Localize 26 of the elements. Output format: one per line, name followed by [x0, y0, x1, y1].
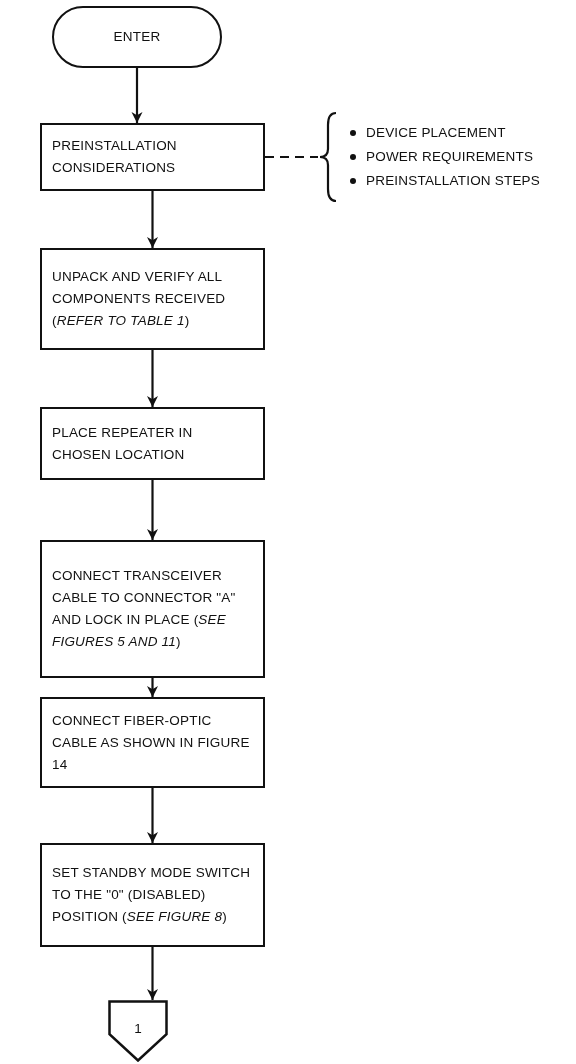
arrow — [131, 68, 143, 123]
step-text: PREINSTALLATION CONSIDERATIONS — [52, 137, 178, 177]
arrow — [147, 191, 158, 248]
process-box — [40, 540, 265, 678]
dashed-connector — [265, 155, 318, 159]
list-item-text: DEVICE PLACEMENT — [366, 124, 506, 142]
offpage-connector — [108, 1000, 168, 1062]
process-box — [40, 843, 265, 947]
arrow — [147, 947, 158, 1000]
process-box — [40, 697, 265, 788]
step-text: CONNECT FIBER-OPTIC CABLE AS SHOWN IN FIGURE 14 — [52, 711, 251, 774]
list-item-text: POWER REQUIREMENTS — [366, 148, 534, 166]
step-text: 1 — [134, 1021, 142, 1036]
step-text: ENTER — [113, 28, 161, 46]
process-box — [40, 248, 265, 350]
arrow — [147, 480, 158, 540]
arrow — [147, 788, 158, 843]
step-text: UNPACK AND VERIFY ALL COMPONENTS RECEIVED (REFER TO TABLE 1) — [52, 268, 227, 330]
step-text: PLACE REPEATER IN CHOSEN LOCATION — [52, 423, 194, 464]
step-text: CONNECT TRANSCEIVER CABLE TO CONNECTOR "A" AND LOCK IN PLACE (SEE FIGURES 5 AND 11) — [52, 567, 237, 651]
arrow — [147, 678, 158, 697]
arrow — [147, 350, 158, 407]
process-box — [40, 123, 265, 191]
process-box — [40, 407, 265, 480]
step-text: SET STANDBY MODE SWITCH TO THE "0" (DISABLED) POSITION (SEE FIGURE 8) — [52, 864, 252, 926]
list-item-text: PREINSTALLATION STEPS — [366, 172, 540, 190]
